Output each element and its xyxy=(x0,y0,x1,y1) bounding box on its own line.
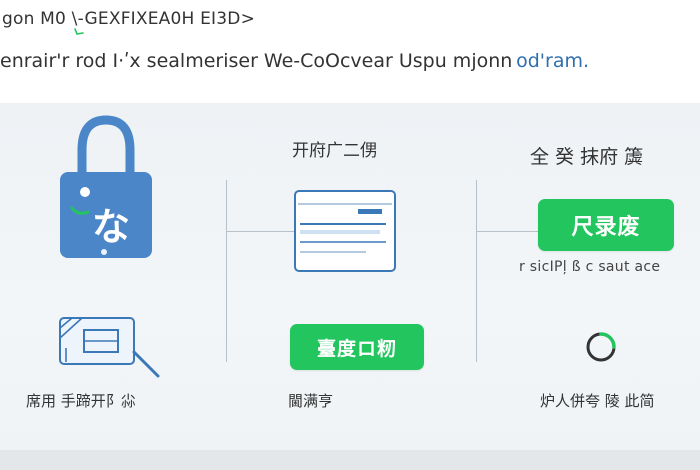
loading-ring-icon xyxy=(586,332,616,362)
right-subcaption: r sicIPļ ß c saut ace xyxy=(519,259,661,275)
header-line-2-text: enrair'r rod I·ʹх sealmeriser We-CoOcvea… xyxy=(0,50,513,72)
lock-glyph: な xyxy=(92,205,131,249)
header-line-1: gon M0 \-GEXFIXEA0H EI3D> xyxy=(2,9,256,29)
footer-band xyxy=(0,450,700,470)
connector-left xyxy=(226,231,296,232)
divider-right xyxy=(476,180,477,362)
card-search-icon xyxy=(59,317,160,378)
right-action-button[interactable]: 尺录废 xyxy=(538,199,674,251)
middle-title: 开府广二侽 xyxy=(292,141,377,161)
middle-caption: 閫满亨 xyxy=(288,392,334,410)
middle-action-button[interactable]: 臺度ロ籾 xyxy=(290,324,424,370)
divider-left xyxy=(226,180,227,362)
right-title: 全 癸 抹府 簴 xyxy=(530,146,644,168)
page-header: gon M0 \-GEXFIXEA0H EI3D> enrair'r rod I… xyxy=(0,0,700,100)
lock-icon xyxy=(60,115,152,258)
header-line-2: enrair'r rod I·ʹх sealmeriser We-CoOcvea… xyxy=(0,50,589,72)
document-icon xyxy=(294,190,396,272)
diagram-panel xyxy=(0,103,700,450)
right-caption: 炉人併夸 陵 此简 xyxy=(540,392,655,410)
connector-right xyxy=(476,231,538,232)
header-line-2-accent: od'ram. xyxy=(512,50,590,72)
accent-tick-icon xyxy=(74,28,84,35)
left-caption: 席用 手蹄开阝尛 xyxy=(26,392,136,410)
